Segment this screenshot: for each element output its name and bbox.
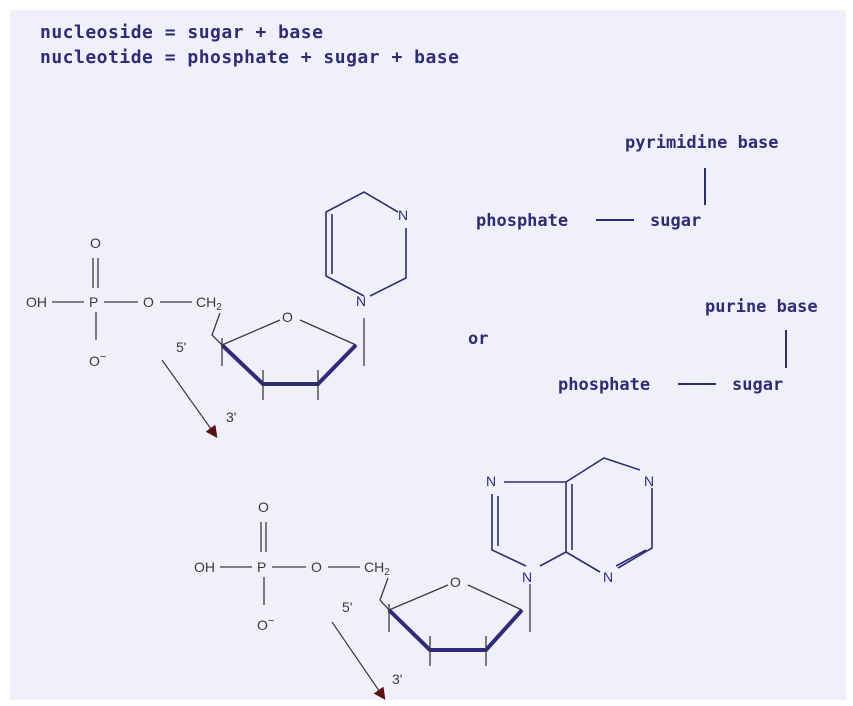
top-direction-arrow <box>161 359 218 438</box>
purine-nucleotide-structure: O OH P O CH2 O− 5' O N N N N <box>194 457 654 700</box>
bottom-n7: N <box>486 473 496 489</box>
top-five-prime: 5' <box>176 339 186 355</box>
bottom-p: P <box>257 559 266 575</box>
bottom-pyrimidine-right <box>617 488 653 569</box>
pyrimidine-nucleotide-structure: O OH P O CH2 O− 5' O N N 3' <box>26 191 408 438</box>
pyrimidine-sugar-label: sugar <box>650 211 701 231</box>
top-ring-o: O <box>282 309 293 325</box>
bottom-ring-o: O <box>450 574 461 590</box>
bottom-five-prime: 5' <box>342 599 352 615</box>
purine-base-label: purine base <box>705 297 818 317</box>
bottom-n9: N <box>522 569 532 585</box>
top-c5-bond <box>211 312 223 346</box>
top-n1: N <box>356 293 366 309</box>
bottom-pyrimidine-double-bond <box>615 549 647 567</box>
bottom-three-prime: 3' <box>392 671 402 687</box>
purine-phosphate-label: phosphate <box>558 375 650 395</box>
bottom-oh: OH <box>194 559 215 575</box>
bottom-o-bridge: O <box>311 559 322 575</box>
bottom-direction-arrow <box>331 621 386 700</box>
bottom-c5-bond <box>379 577 390 611</box>
top-pyrimidine-ring <box>325 191 399 297</box>
bottom-pyrimidine-bottom <box>565 551 601 573</box>
diagram-panel <box>10 10 846 700</box>
top-pyrimidine-ring-right <box>369 228 407 297</box>
pyrimidine-base-label: pyrimidine base <box>625 133 779 153</box>
top-o-bridge: O <box>143 294 154 310</box>
pyrimidine-phosphate-label: phosphate <box>476 211 568 231</box>
or-label: or <box>468 329 488 349</box>
bottom-ring-left-bond <box>388 584 449 611</box>
purine-sugar-label: sugar <box>732 375 783 395</box>
bottom-sugar-ring-front <box>387 608 524 652</box>
top-ring-left-bond <box>221 319 281 346</box>
nucleotide-definition: nucleotide = phosphate + sugar + base <box>40 47 460 68</box>
top-oh: OH <box>26 294 47 310</box>
top-o-double: O <box>90 235 101 251</box>
top-ch2: CH2 <box>196 294 222 313</box>
bottom-pyrimidine-top <box>565 457 641 483</box>
pyrimidine-schematic: pyrimidine base phosphate sugar <box>476 133 779 231</box>
top-sugar-ring-front <box>220 343 358 386</box>
top-o-minus: O− <box>89 351 106 369</box>
top-p: P <box>89 294 98 310</box>
bottom-n1: N <box>644 473 654 489</box>
top-three-prime: 3' <box>226 409 236 425</box>
bottom-imidazole-left <box>491 494 527 567</box>
bottom-o-double: O <box>258 499 269 515</box>
top-ring-right-bond <box>299 319 357 346</box>
nucleoside-definition: nucleoside = sugar + base <box>40 22 324 43</box>
bottom-ch2: CH2 <box>364 559 390 578</box>
purine-schematic: purine base phosphate sugar <box>558 297 818 395</box>
bottom-imidazole-right <box>539 551 567 567</box>
top-n3: N <box>398 207 408 223</box>
bottom-n3: N <box>603 569 613 585</box>
bottom-ring-right-bond <box>467 584 523 611</box>
bottom-o-minus: O− <box>257 615 274 633</box>
